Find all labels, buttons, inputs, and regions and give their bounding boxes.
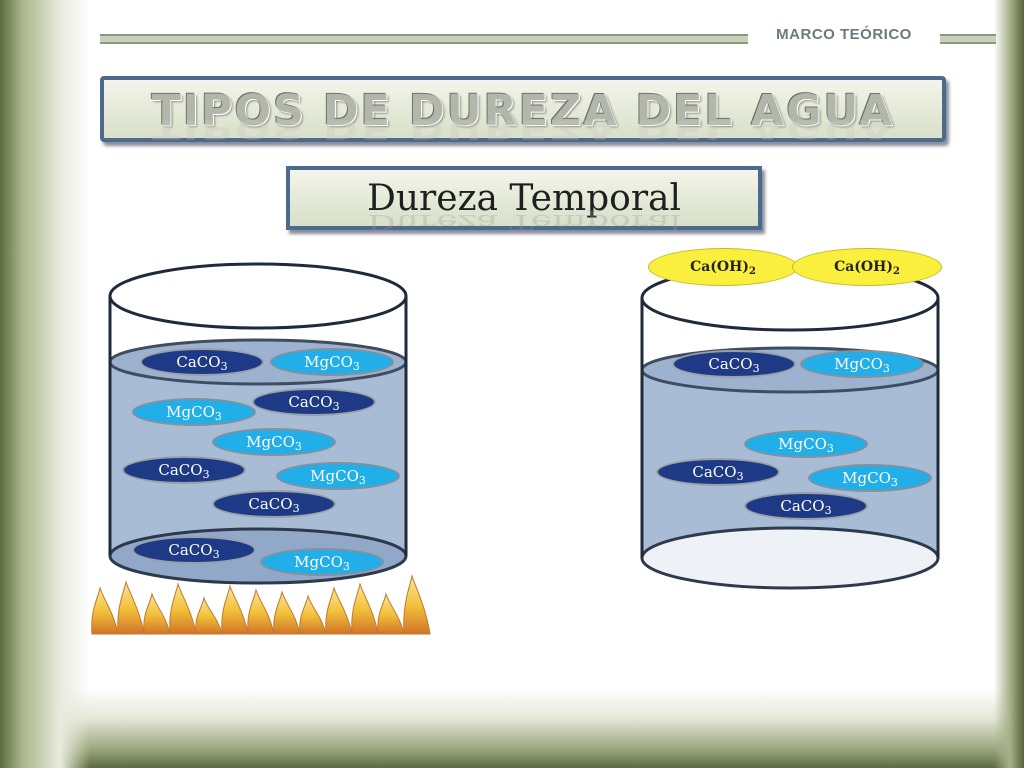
formula-subscript: 3: [752, 362, 760, 375]
formula-subscript: 3: [826, 442, 834, 455]
flame-tongue: [143, 592, 171, 635]
formula-subscript: 3: [352, 360, 360, 373]
formula-base: CaCO: [158, 461, 203, 479]
formula-base: CaCO: [708, 355, 753, 373]
formula-base: MgCO: [294, 553, 343, 571]
caoh2-bubble-2: Ca(OH)2: [792, 248, 942, 286]
right-mgco3-1: MgCO3: [800, 350, 924, 378]
flame-tongue: [169, 582, 197, 635]
left-mgco3-2: MgCO3: [132, 398, 256, 426]
left-caco3-5: CaCO3: [132, 536, 256, 564]
formula-subscript: 3: [824, 504, 832, 517]
header-rule-left: [100, 34, 748, 44]
right-beaker-water: [642, 348, 938, 585]
formula-base: MgCO: [304, 353, 353, 371]
flame-tongue: [377, 592, 405, 635]
right-caco3-3: CaCO3: [744, 492, 868, 520]
right-mgco3-3: MgCO3: [808, 464, 932, 492]
slide-subtitle: Dureza Temporal: [367, 178, 681, 219]
right-caco3-1: CaCO3: [672, 350, 796, 378]
formula-base: MgCO: [778, 435, 827, 453]
left-beaker: [108, 262, 408, 585]
formula-base: CaCO: [780, 497, 825, 515]
flame-tongue: [221, 584, 249, 635]
formula-subscript: 2: [748, 266, 756, 277]
formula-subscript: 3: [294, 440, 302, 453]
left-beaker-rim: [108, 262, 408, 330]
formula-subscript: 3: [292, 502, 300, 515]
formula-base: CaCO: [248, 495, 293, 513]
formula-base: MgCO: [310, 467, 359, 485]
formula-base: CaCO: [692, 463, 737, 481]
formula-base: MgCO: [166, 403, 215, 421]
flame-tongue: [299, 594, 327, 635]
left-mgco3-3: MgCO3: [212, 428, 336, 456]
formula-subscript: 3: [890, 476, 898, 489]
flame-tongue: [247, 588, 275, 635]
formula-subscript: 3: [332, 400, 340, 413]
right-mgco3-2: MgCO3: [744, 430, 868, 458]
formula-base: CaCO: [176, 353, 221, 371]
formula-base: MgCO: [842, 469, 891, 487]
formula-subscript: 3: [736, 470, 744, 483]
left-mgco3-4: MgCO3: [276, 462, 400, 490]
formula-base: CaCO: [288, 393, 333, 411]
flame-tongue: [195, 596, 223, 635]
left-caco3-3: CaCO3: [122, 456, 246, 484]
flame-tongue: [403, 574, 431, 635]
formula-base: MgCO: [246, 433, 295, 451]
flame-tongue: [325, 586, 353, 635]
left-mgco3-5: MgCO3: [260, 548, 384, 576]
formula-subscript: 3: [882, 362, 890, 375]
formula-subscript: 3: [212, 548, 220, 561]
flame-tongue: [351, 582, 379, 635]
flame-tongue: [117, 580, 145, 635]
flame-tongue: [91, 586, 119, 635]
formula-base: Ca(OH): [834, 259, 893, 275]
formula-subscript: 3: [202, 468, 210, 481]
left-caco3-2: CaCO3: [252, 388, 376, 416]
formula-base: CaCO: [168, 541, 213, 559]
section-label: MARCO TEÓRICO: [776, 26, 912, 43]
flame-icon: [91, 574, 431, 635]
left-caco3-4: CaCO3: [212, 490, 336, 518]
right-beaker: [640, 264, 940, 590]
slide-title: TIPOS DE DUREZA DEL AGUA: [151, 86, 895, 136]
formula-subscript: 3: [358, 474, 366, 487]
formula-subscript: 3: [342, 560, 350, 573]
right-caco3-2: CaCO3: [656, 458, 780, 486]
title-banner: TIPOS DE DUREZA DEL AGUA: [100, 76, 946, 142]
subtitle-banner: Dureza Temporal: [286, 166, 762, 230]
flame-tongue: [273, 590, 301, 635]
left-caco3-1: CaCO3: [140, 348, 264, 376]
formula-base: Ca(OH): [690, 259, 749, 275]
formula-subscript: 3: [220, 360, 228, 373]
caoh2-bubble-1: Ca(OH)2: [648, 248, 798, 286]
formula-base: MgCO: [834, 355, 883, 373]
formula-subscript: 3: [214, 410, 222, 423]
formula-subscript: 2: [892, 266, 900, 277]
left-mgco3-1: MgCO3: [270, 348, 394, 376]
header-rule-right: [940, 34, 996, 44]
right-beaker-bottom: [640, 526, 940, 590]
